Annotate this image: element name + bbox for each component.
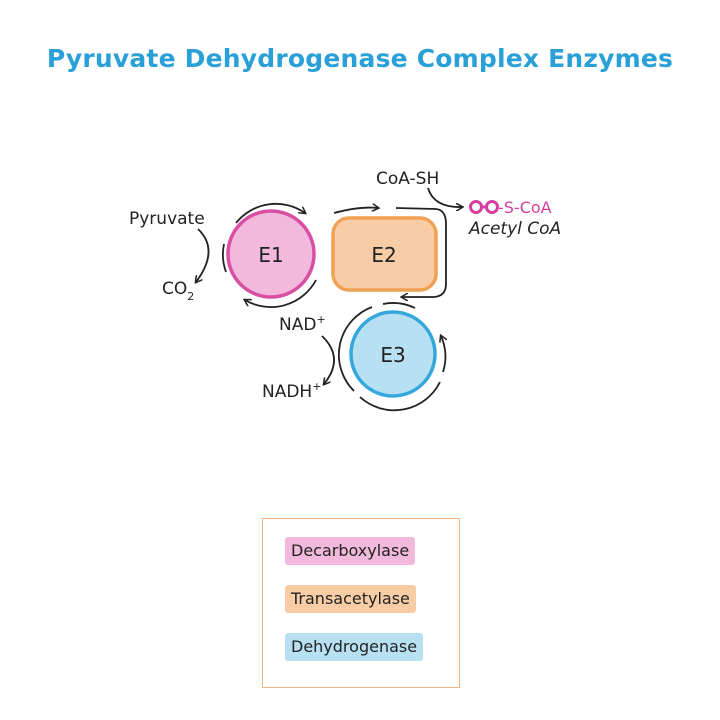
nad-label: NAD+ <box>279 313 326 335</box>
page-title: Pyruvate Dehydrogenase Complex Enzymes <box>46 44 674 73</box>
legend-item-transacetylase: Transacetylase <box>285 585 416 613</box>
e3-cycle-arrow-top <box>382 302 416 309</box>
legend: Decarboxylase Transacetylase Dehydrogena… <box>262 518 460 688</box>
e2-cycle-top <box>333 208 378 214</box>
legend-item-dehydrogenase: Dehydrogenase <box>285 633 424 661</box>
e3-cycle-arrow-left <box>337 306 373 392</box>
e2-enzyme: E2 <box>331 216 438 292</box>
co2-label: CO2 <box>162 279 194 303</box>
coa-sh-label: CoA-SH <box>376 169 439 189</box>
e3-enzyme: E3 <box>349 310 437 398</box>
nad-to-nadh-arrow <box>321 335 335 384</box>
acetyl-group-icon <box>469 200 499 214</box>
e1-cycle-arc-left <box>222 243 227 273</box>
coa-sh-to-acetyl-arrow <box>427 187 462 207</box>
e3-cycle-arrow-right <box>441 336 445 373</box>
s-coa-label: -S-CoA <box>498 198 552 217</box>
pyruvate-to-co2-arrow <box>196 228 210 282</box>
e1-label: E1 <box>258 243 283 267</box>
nadh-label: NADH+ <box>262 380 321 402</box>
e1-cycle-arrow-top <box>235 202 305 224</box>
pyruvate-label: Pyruvate <box>129 209 205 229</box>
legend-item-decarboxylase: Decarboxylase <box>285 537 416 565</box>
acetyl-coa-label: Acetyl CoA <box>468 219 561 239</box>
e3-cycle-arrow-bottom <box>359 381 441 412</box>
e2-cycle-right <box>395 207 447 297</box>
e2-label: E2 <box>371 243 396 267</box>
e1-cycle-arrow-bottom <box>245 279 317 308</box>
e1-enzyme: E1 <box>226 209 316 299</box>
e3-label: E3 <box>380 343 405 367</box>
